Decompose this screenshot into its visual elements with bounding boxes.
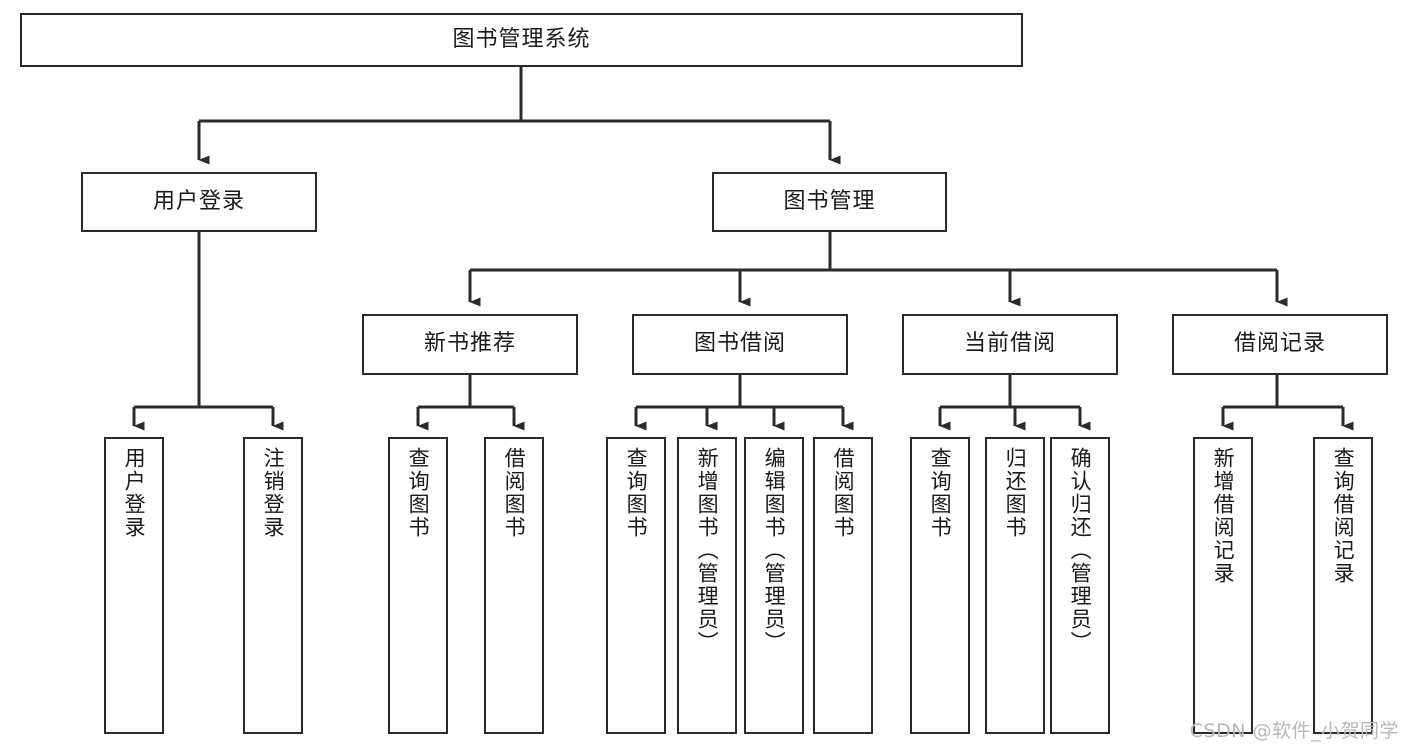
- node-leaf-borrow-book-new-label: 借阅图书: [502, 447, 527, 539]
- node-leaf-query-book-new-label: 查询图书: [406, 447, 431, 539]
- node-leaf-query-borrow-record[interactable]: 查询借阅记录: [1313, 437, 1373, 734]
- node-leaf-add-book-admin-label: 新增图书（管理员）: [695, 447, 720, 654]
- node-leaf-borrow-book-label: 借阅图书: [831, 447, 856, 539]
- node-current-borrow[interactable]: 当前借阅: [902, 314, 1118, 375]
- node-leaf-add-book-admin[interactable]: 新增图书（管理员）: [677, 437, 737, 734]
- node-leaf-add-borrow-record[interactable]: 新增借阅记录: [1193, 437, 1253, 734]
- node-leaf-edit-book-admin[interactable]: 编辑图书（管理员）: [744, 437, 804, 734]
- node-borrow-record-label: 借阅记录: [1233, 331, 1326, 357]
- node-book-borrow-label: 图书借阅: [693, 331, 786, 357]
- node-leaf-user-logout[interactable]: 注销登录: [243, 437, 303, 734]
- node-root-label: 图书管理系统: [452, 26, 591, 52]
- node-new-book-recommend-label: 新书推荐: [423, 331, 516, 357]
- node-leaf-query-book-new[interactable]: 查询图书: [388, 437, 448, 734]
- node-leaf-return-book-label: 归还图书: [1003, 447, 1028, 539]
- node-borrow-record[interactable]: 借阅记录: [1172, 314, 1388, 375]
- node-leaf-user-login-label: 用户登录: [122, 447, 147, 539]
- node-current-borrow-label: 当前借阅: [963, 331, 1056, 357]
- node-leaf-borrow-book-new[interactable]: 借阅图书: [484, 437, 544, 734]
- node-book-management-module-label: 图书管理: [783, 188, 876, 214]
- node-book-management-module[interactable]: 图书管理: [712, 172, 947, 232]
- node-leaf-add-borrow-record-label: 新增借阅记录: [1211, 447, 1236, 585]
- node-root-system[interactable]: 图书管理系统: [20, 13, 1023, 67]
- node-new-book-recommend[interactable]: 新书推荐: [362, 314, 578, 375]
- node-user-login-module[interactable]: 用户登录: [81, 172, 317, 232]
- node-leaf-query-book-borrow-label: 查询图书: [624, 447, 649, 539]
- node-leaf-query-book-current-label: 查询图书: [928, 447, 953, 539]
- node-leaf-query-borrow-record-label: 查询借阅记录: [1331, 447, 1356, 585]
- node-book-borrow[interactable]: 图书借阅: [632, 314, 848, 375]
- node-user-login-module-label: 用户登录: [152, 188, 245, 214]
- node-leaf-borrow-book[interactable]: 借阅图书: [813, 437, 873, 734]
- node-leaf-return-book[interactable]: 归还图书: [985, 437, 1045, 734]
- node-leaf-confirm-return-admin[interactable]: 确认归还（管理员）: [1050, 437, 1110, 734]
- node-leaf-edit-book-admin-label: 编辑图书（管理员）: [762, 447, 787, 654]
- node-leaf-user-login[interactable]: 用户登录: [104, 437, 164, 734]
- node-leaf-user-logout-label: 注销登录: [261, 447, 286, 539]
- node-leaf-confirm-return-admin-label: 确认归还（管理员）: [1068, 447, 1093, 654]
- node-leaf-query-book-borrow[interactable]: 查询图书: [606, 437, 666, 734]
- node-leaf-query-book-current[interactable]: 查询图书: [910, 437, 970, 734]
